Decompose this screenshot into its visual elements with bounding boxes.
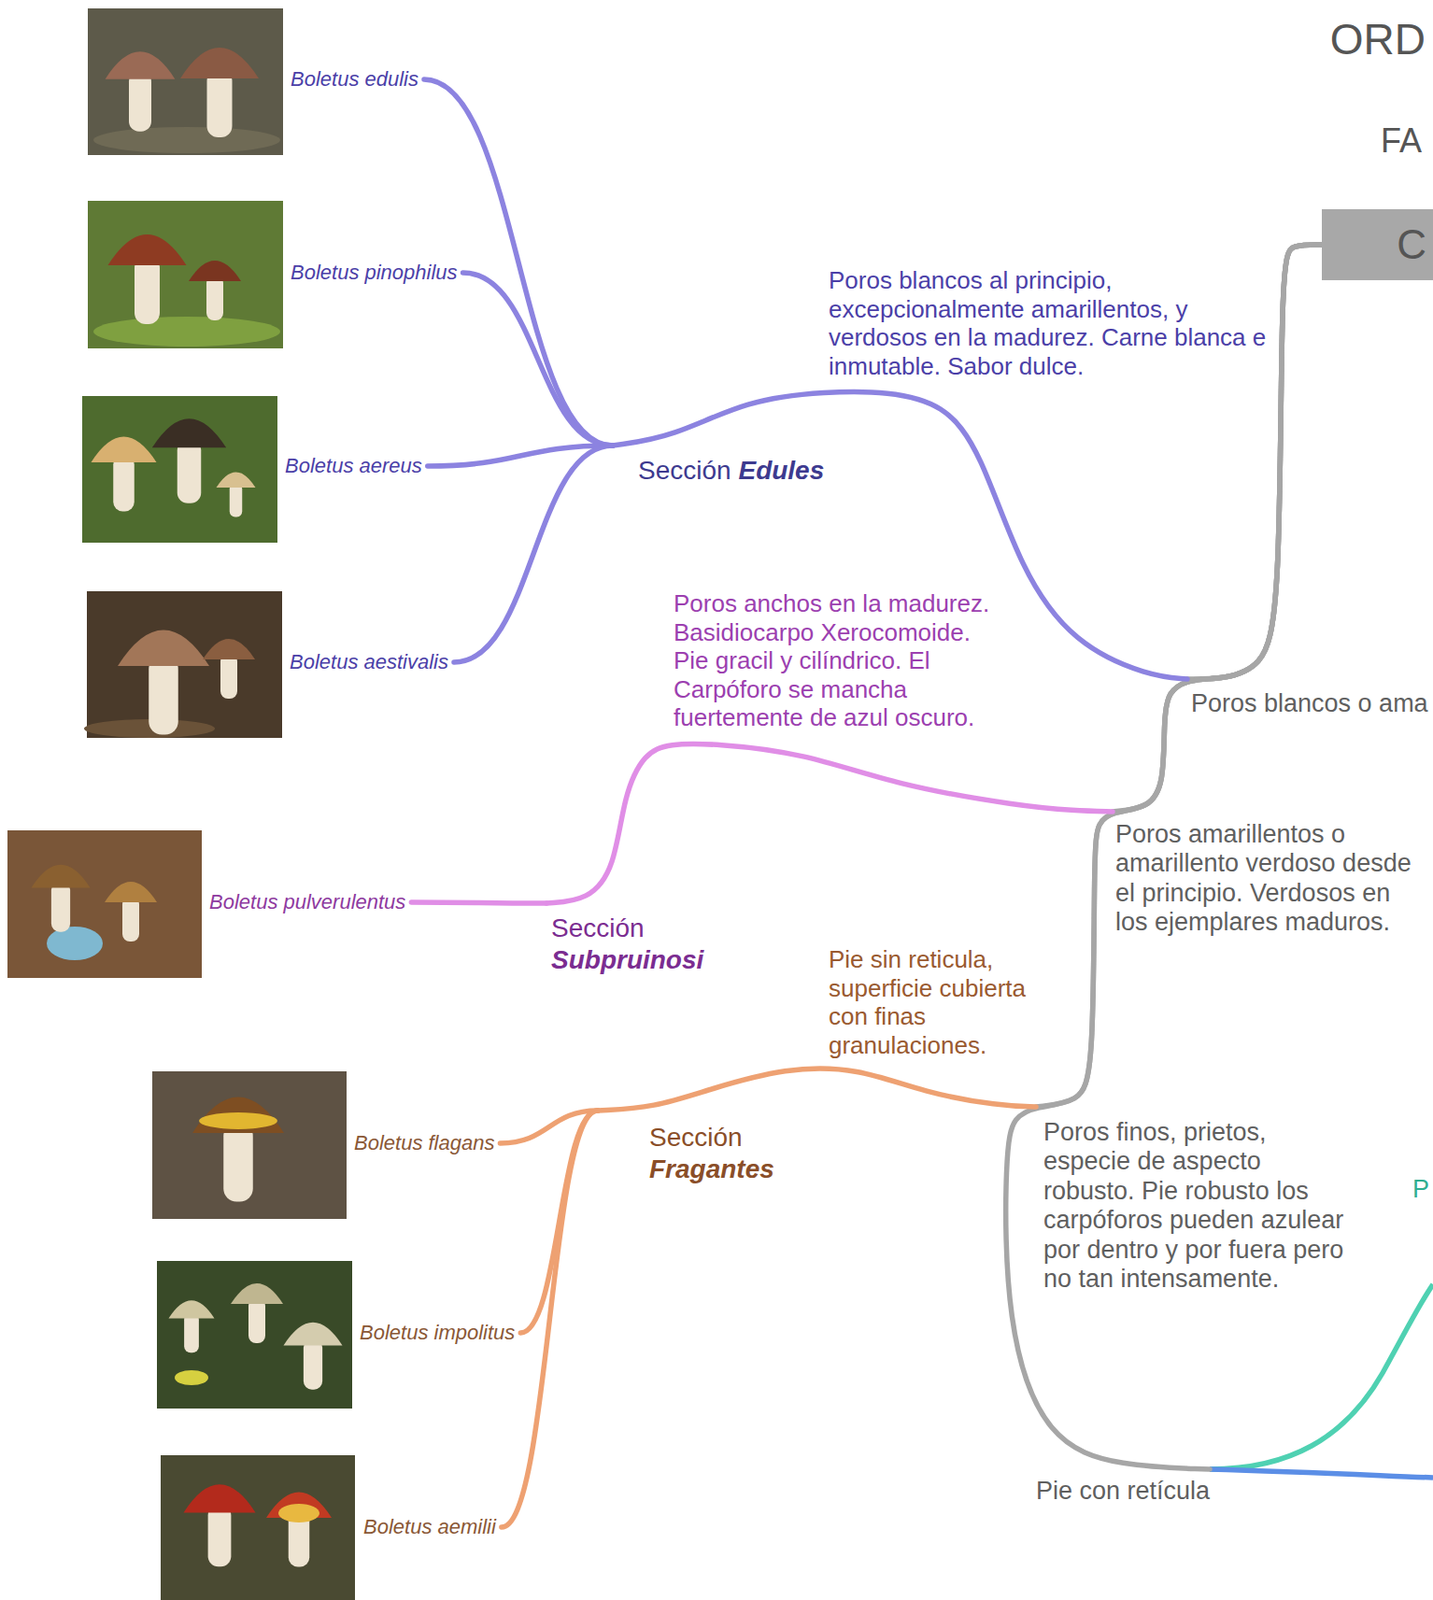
mushroom xyxy=(180,47,259,138)
mushroom xyxy=(169,1300,215,1353)
mushroom-photo xyxy=(84,591,283,738)
key-node: Poros blancos o ama xyxy=(1187,679,1431,721)
mushroom xyxy=(91,437,157,512)
mushroom-pores xyxy=(174,1370,209,1386)
species-name: Boletus pulverulentus xyxy=(209,889,406,916)
species-node: Boletus pinophilus xyxy=(290,259,464,286)
mushroom xyxy=(188,260,242,321)
key-text: Pie con retícula xyxy=(1035,1476,1210,1506)
key-node: Poros amarillentos o amarillento verdoso… xyxy=(1112,811,1428,942)
mushroom-flesh xyxy=(278,1503,320,1523)
species-name: Boletus aestivalis xyxy=(289,649,449,676)
branch-line xyxy=(411,902,547,904)
mushroom-photo xyxy=(156,1261,353,1409)
photo-ground xyxy=(7,830,202,979)
photo-ground xyxy=(86,591,283,738)
heading-fragment: FA xyxy=(1380,121,1422,161)
species-node: Boletus flagans xyxy=(354,1130,500,1157)
section-node: SecciónFragantes xyxy=(597,1110,779,1190)
branch-line xyxy=(1209,1284,1433,1470)
mushroom xyxy=(104,881,157,942)
photo-ground xyxy=(152,1071,347,1220)
branch-note: Poros blancos al principio, excepcionalm… xyxy=(828,266,1268,381)
section-name: Fragantes xyxy=(649,1153,775,1186)
branch-line xyxy=(1187,244,1322,680)
key-text: Poros amarillentos o amarillento verdoso… xyxy=(1115,820,1424,938)
photo-ground xyxy=(87,8,284,156)
mushroom-photo xyxy=(82,396,278,543)
photo-ground xyxy=(160,1455,355,1600)
mushroom-photo xyxy=(7,830,202,979)
mushroom-photo xyxy=(87,8,284,156)
root-title: C xyxy=(1321,220,1427,270)
species-node: Boletus pulverulentus xyxy=(209,889,412,916)
species-name: Boletus edulis xyxy=(290,66,419,93)
mushroom-photo xyxy=(160,1455,355,1600)
section-node: SecciónSubpruinosi xyxy=(546,903,708,980)
blue-stain xyxy=(46,926,103,961)
mushroom xyxy=(105,51,176,131)
section-label: Sección xyxy=(551,912,704,945)
branch-fragment: P xyxy=(1412,1174,1430,1205)
title: ORD xyxy=(1330,14,1426,65)
branch-line xyxy=(463,272,613,446)
species-name: Boletus impolitus xyxy=(359,1319,515,1347)
species-node: Boletus aereus xyxy=(284,453,428,480)
mushroom-pores xyxy=(198,1112,278,1130)
branch-note: Pie sin reticula, superficie cubierta co… xyxy=(828,945,1044,1060)
species-name: Boletus flagans xyxy=(354,1130,495,1157)
key-node: Poros finos, prietos, especie de aspecto… xyxy=(1035,1106,1356,1298)
branch-line xyxy=(501,1110,598,1528)
mushroom xyxy=(266,1492,332,1568)
key-text: Poros finos, prietos, especie de aspecto… xyxy=(1043,1118,1352,1294)
mushroom-photo xyxy=(87,200,284,349)
photo-ground xyxy=(87,200,284,349)
branch-note: Poros anchos en la madurez. Basidiocarpo… xyxy=(673,589,1001,733)
species-name: Boletus aemilii xyxy=(363,1514,497,1541)
mushroom xyxy=(216,472,256,518)
species-node: Boletus edulis xyxy=(290,66,425,93)
mushroom xyxy=(192,1097,284,1203)
mushroom xyxy=(152,418,227,504)
mushroom xyxy=(117,630,210,736)
branch-line xyxy=(546,743,1113,904)
branch-line xyxy=(520,1110,598,1334)
mushroom xyxy=(184,1484,256,1567)
mushroom xyxy=(31,865,91,933)
photo-ground xyxy=(156,1261,353,1409)
section-node: SecciónEdules xyxy=(612,445,828,491)
photo-ground xyxy=(82,396,278,543)
branch-line xyxy=(597,1068,1036,1111)
mushroom xyxy=(108,234,187,325)
key-text: Poros blancos o ama xyxy=(1191,689,1429,719)
key-node: Pie con retícula xyxy=(1032,1469,1210,1508)
species-node: Boletus aestivalis xyxy=(289,649,455,676)
species-name: Boletus aereus xyxy=(284,453,423,480)
mushroom xyxy=(230,1283,284,1344)
species-name: Boletus pinophilus xyxy=(290,259,458,286)
section-label: Sección xyxy=(649,1121,775,1154)
mushroom-photo xyxy=(152,1071,347,1220)
photo-ground xyxy=(93,127,281,154)
species-node: Boletus aemilii xyxy=(363,1514,502,1541)
section-label: Sección xyxy=(638,454,732,487)
mushroom xyxy=(283,1322,343,1391)
mushroom xyxy=(202,638,256,699)
species-node: Boletus impolitus xyxy=(359,1319,521,1347)
branch-line xyxy=(1209,1469,1433,1478)
root-box: C xyxy=(1321,209,1433,281)
section-name: Edules xyxy=(737,454,824,487)
photo-ground xyxy=(93,316,281,347)
section-name: Subpruinosi xyxy=(551,944,704,977)
branch-line xyxy=(454,445,613,663)
